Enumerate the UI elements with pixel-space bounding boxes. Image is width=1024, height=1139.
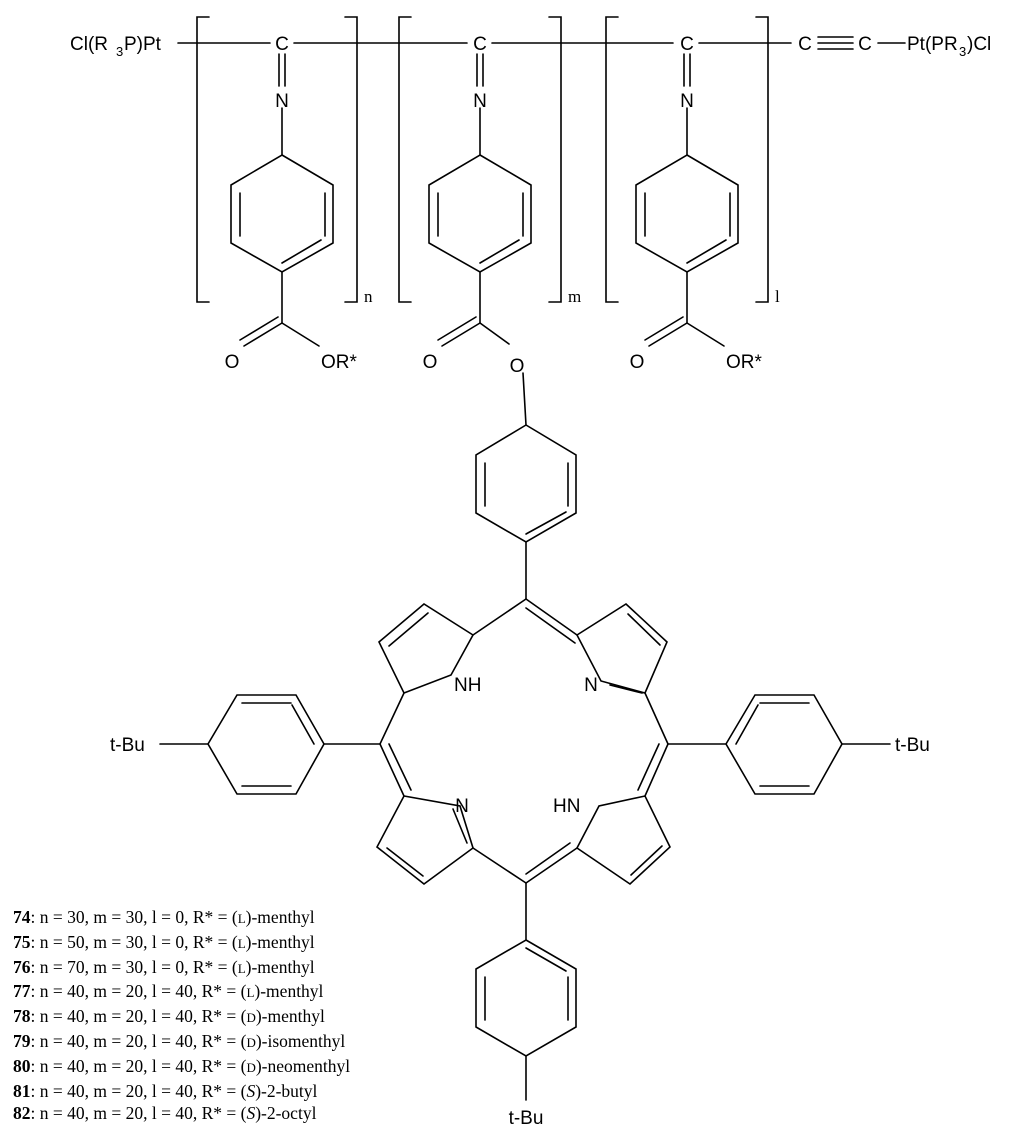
compound-number: 76 — [13, 956, 31, 977]
ester-oxygen-label: O — [510, 356, 525, 377]
compound-number: 77 — [13, 981, 31, 1002]
repeat-index-n: n — [364, 287, 373, 306]
compound-number: 81 — [13, 1080, 31, 1101]
carbon-label: C — [275, 34, 289, 55]
compound-entry: 77: n = 40, m = 20, l = 40, R* = (L)-men… — [13, 980, 513, 1005]
bonds — [159, 16, 906, 1101]
stereo-descriptor: L — [237, 960, 246, 976]
stereo-descriptor: L — [237, 911, 246, 926]
compound-entry: 75: n = 50, m = 30, l = 0, R* = (L)-ment… — [13, 931, 513, 956]
substituent-name: )-menthyl — [245, 956, 315, 977]
pt-end-label-right-a: Pt(PR — [907, 34, 958, 55]
compound-number: 74 — [13, 907, 31, 927]
compound-parameters: : n = 30, m = 30, l = 0, R* = ( — [30, 907, 238, 927]
nitrogen-label: N — [680, 91, 694, 112]
substituent-name: )-neomenthyl — [255, 1055, 351, 1076]
compound-entry: 79: n = 40, m = 20, l = 40, R* = (D)-iso… — [13, 1030, 513, 1055]
stereo-descriptor: D — [246, 1059, 256, 1075]
stereo-descriptor: S — [246, 1080, 256, 1101]
compound-list: 74: n = 30, m = 30, l = 0, R* = (L)-ment… — [13, 906, 513, 1125]
compound-number: 79 — [13, 1030, 31, 1051]
alkyne-carbon-label: C — [798, 34, 812, 55]
pt-end-label-left-sub: 3 — [116, 44, 123, 59]
tbu-label-bottom: t-Bu — [509, 1108, 544, 1129]
atom-labels: Cl(R 3 P)Pt C N C N C N C C Pt(PR 3 )Cl … — [70, 34, 991, 1129]
hn-label: HN — [553, 796, 580, 817]
compound-number: 75 — [13, 931, 31, 952]
carbon-label: C — [473, 34, 487, 55]
stereo-descriptor: S — [246, 1103, 256, 1124]
substituent-name: )-menthyl — [254, 981, 324, 1002]
nitrogen-label: N — [584, 675, 598, 696]
nitrogen-label: N — [455, 796, 469, 817]
pt-end-label-left-b: P)Pt — [124, 34, 162, 55]
repeat-index-m: m — [568, 287, 581, 306]
substituent-name: )-menthyl — [245, 931, 315, 952]
compound-entry: 80: n = 40, m = 20, l = 40, R* = (D)-neo… — [13, 1055, 513, 1080]
compound-parameters: : n = 40, m = 20, l = 40, R* = ( — [30, 1055, 247, 1076]
compound-parameters: : n = 40, m = 20, l = 40, R* = ( — [30, 1006, 247, 1027]
oxygen-label: O — [423, 352, 438, 373]
oxygen-label: O — [225, 352, 240, 373]
or-star-label: OR* — [321, 352, 358, 373]
compound-entry: 81: n = 40, m = 20, l = 40, R* = (S)-2-b… — [13, 1080, 513, 1103]
compound-number: 80 — [13, 1055, 31, 1076]
compound-entry: 82: n = 40, m = 20, l = 40, R* = (S)-2-o… — [13, 1102, 513, 1125]
or-star-label: OR* — [726, 352, 763, 373]
stereo-descriptor: L — [246, 985, 255, 1001]
pt-end-label-right-b: )Cl — [967, 34, 991, 55]
oxygen-label: O — [630, 352, 645, 373]
substituent-name: )-isomenthyl — [255, 1030, 346, 1051]
pt-end-label-left-a: Cl(R — [70, 34, 108, 55]
compound-parameters: : n = 40, m = 20, l = 40, R* = ( — [30, 1080, 247, 1101]
compound-entry: 78: n = 40, m = 20, l = 40, R* = (D)-men… — [13, 1005, 513, 1030]
stereo-descriptor: D — [246, 1034, 256, 1050]
carbon-label: C — [680, 34, 694, 55]
tbu-label-right: t-Bu — [895, 735, 930, 756]
substituent-name: )-menthyl — [245, 907, 315, 927]
compound-entry: 76: n = 70, m = 30, l = 0, R* = (L)-ment… — [13, 956, 513, 981]
compound-number: 82 — [13, 1103, 31, 1124]
pt-end-label-right-sub: 3 — [959, 44, 966, 59]
substituent-name: )-menthyl — [255, 1006, 325, 1027]
nitrogen-label: N — [473, 91, 487, 112]
nitrogen-label: N — [275, 91, 289, 112]
stereo-descriptor: L — [237, 935, 246, 951]
substituent-name: )-2-octyl — [255, 1103, 317, 1124]
repeat-index-l: l — [775, 287, 780, 306]
stereo-descriptor: D — [246, 1010, 256, 1026]
compound-parameters: : n = 50, m = 30, l = 0, R* = ( — [30, 931, 238, 952]
tbu-label-left: t-Bu — [110, 735, 145, 756]
compound-parameters: : n = 40, m = 20, l = 40, R* = ( — [30, 1103, 247, 1124]
alkyne-carbon-label: C — [858, 34, 872, 55]
nh-label: NH — [454, 675, 481, 696]
compound-parameters: : n = 40, m = 20, l = 40, R* = ( — [30, 1030, 247, 1051]
compound-number: 78 — [13, 1006, 31, 1027]
compound-parameters: : n = 70, m = 30, l = 0, R* = ( — [30, 956, 238, 977]
compound-entry: 74: n = 30, m = 30, l = 0, R* = (L)-ment… — [13, 906, 513, 931]
compound-parameters: : n = 40, m = 20, l = 40, R* = ( — [30, 981, 247, 1002]
substituent-name: )-2-butyl — [255, 1080, 318, 1101]
